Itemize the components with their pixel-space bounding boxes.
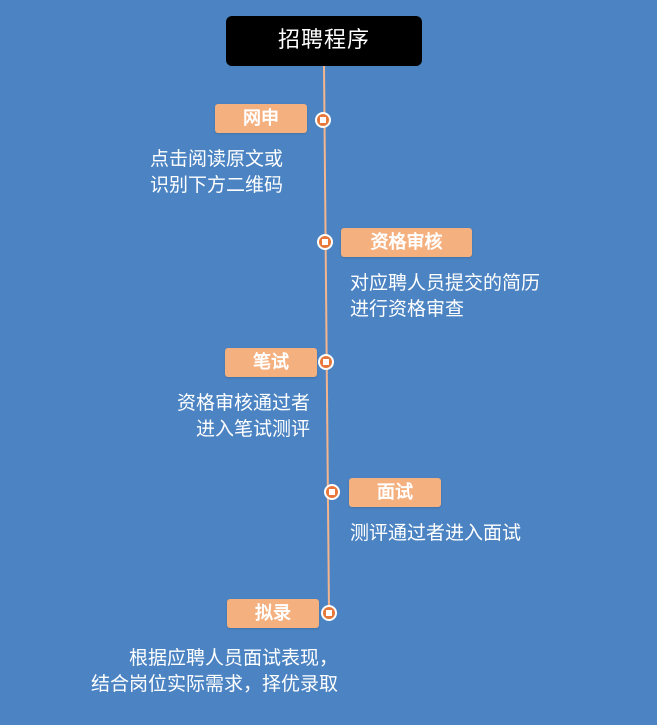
step-desc-line: 进入笔试测评 [195,418,310,440]
timeline-line [323,65,330,614]
step-tag-written-test: 笔试 [225,348,317,377]
timeline-node-4 [324,484,340,500]
step-desc-line: 进行资格审查 [350,298,465,320]
step-desc-apply: 点击阅读原文或 识别下方二维码 [150,146,283,198]
step-desc-interview: 测评通过者进入面试 [350,520,521,546]
step-desc-line: 资格审核通过者 [176,392,310,414]
timeline-node-2 [317,234,333,250]
step-desc-line: 对应聘人员提交的简历 [350,272,541,294]
timeline-node-1 [315,112,331,128]
step-tag-apply: 网申 [215,104,307,133]
step-tag-qualification: 资格审核 [341,228,472,257]
step-desc-pre-hire: 根据应聘人员面试表现， 结合岗位实际需求，择优录取 [40,645,338,697]
timeline-node-5 [321,605,337,621]
diagram-title: 招聘程序 [226,16,422,66]
step-desc-qualification: 对应聘人员提交的简历 进行资格审查 [350,270,540,322]
step-desc-line: 测评通过者进入面试 [350,522,522,544]
step-tag-pre-hire: 拟录 [227,599,319,628]
step-desc-written-test: 资格审核通过者 进入笔试测评 [150,390,310,442]
step-desc-line: 点击阅读原文或 [150,148,284,170]
step-tag-interview: 面试 [349,478,441,507]
timeline-node-3 [318,354,334,370]
step-desc-line: 识别下方二维码 [150,174,284,196]
step-desc-line: 根据应聘人员面试表现， [128,647,338,669]
step-desc-line: 结合岗位实际需求，择优录取 [90,673,338,695]
